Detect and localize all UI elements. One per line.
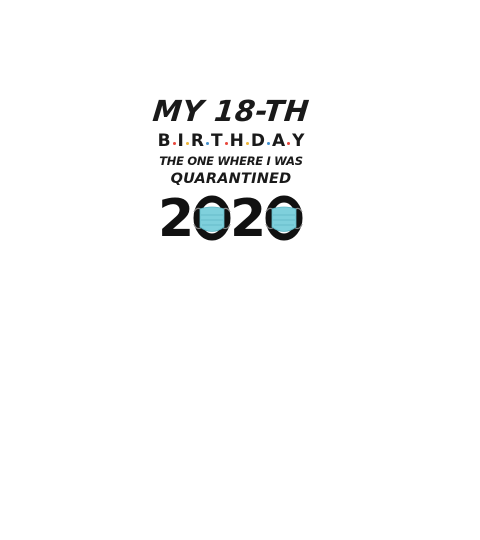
birthday-letter: H xyxy=(229,131,244,151)
face-mask-icon xyxy=(193,195,231,241)
colored-dot xyxy=(172,141,176,145)
face-mask-icon xyxy=(265,195,303,241)
birthday-letter: I xyxy=(177,131,184,151)
colored-dot xyxy=(287,141,291,145)
birthday-letter: Y xyxy=(292,131,305,151)
colored-dot xyxy=(224,141,228,145)
year-digit-2: 2 xyxy=(158,190,194,244)
birthday-letter: T xyxy=(210,131,223,151)
colored-dot xyxy=(266,141,270,145)
birthday-quarantine-design: MY 18-TH B I R T H D A Y THE ONE WHERE I… xyxy=(150,78,312,254)
subtitle-the-one-where: THE ONE WHERE I WAS xyxy=(159,154,303,168)
birthday-letter: A xyxy=(271,131,286,151)
colored-dot xyxy=(245,141,249,145)
year-digit-2: 2 xyxy=(230,190,266,244)
year-2020: 2 2 xyxy=(150,190,312,244)
colored-dot xyxy=(205,141,209,145)
birthday-letter: D xyxy=(250,131,265,151)
subtitle-quarantined: QUARANTINED xyxy=(170,171,292,187)
birthday-word: B I R T H D A Y xyxy=(150,132,312,150)
colored-dot xyxy=(185,141,189,145)
birthday-letter: R xyxy=(190,131,204,151)
headline-my-18th: MY 18-TH xyxy=(151,94,311,128)
birthday-letter: B xyxy=(157,131,171,151)
